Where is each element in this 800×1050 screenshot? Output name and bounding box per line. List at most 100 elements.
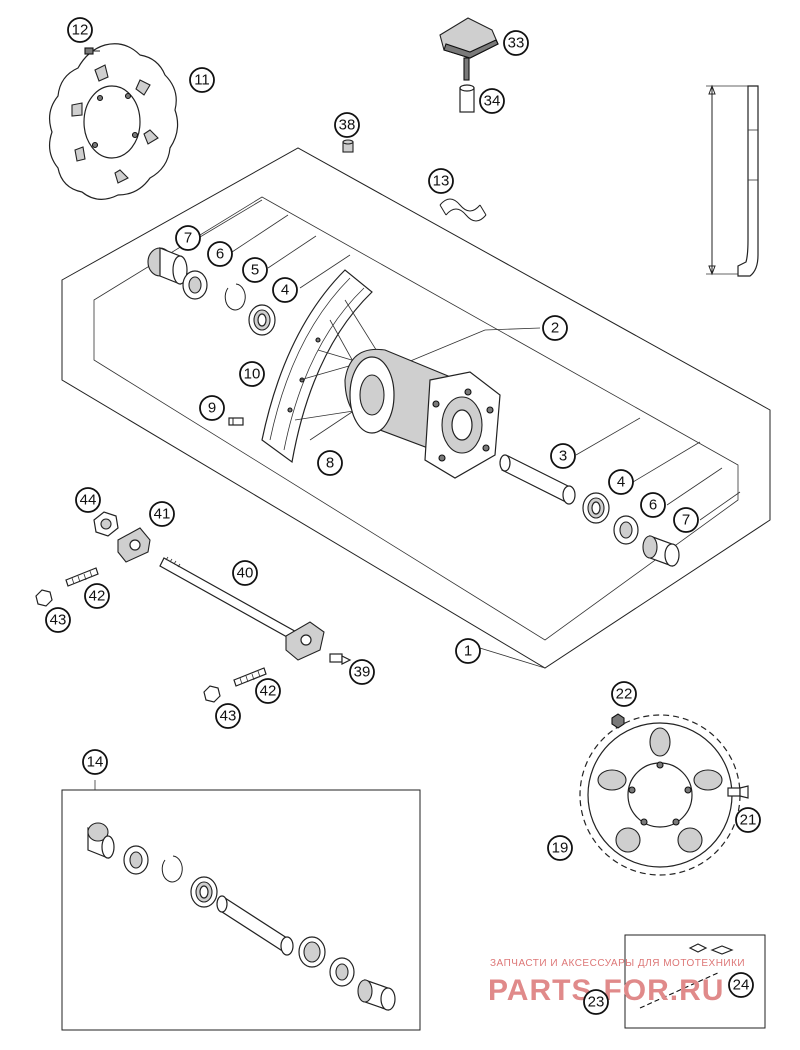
valve-cap xyxy=(342,139,354,153)
svg-text:38: 38 xyxy=(339,117,356,134)
rear-sprocket xyxy=(579,714,741,876)
svg-text:23: 23 xyxy=(588,994,605,1011)
rim-lock-nut xyxy=(459,84,475,113)
distance-bushing xyxy=(499,454,576,505)
wheel-hub xyxy=(294,299,501,479)
callout-41: 41 xyxy=(149,501,175,527)
rim-lock xyxy=(439,17,499,81)
svg-text:5: 5 xyxy=(251,262,259,279)
callout-10: 10 xyxy=(239,361,265,387)
callout-1: 1 xyxy=(455,638,481,664)
spoke-nipple xyxy=(228,417,244,426)
chain xyxy=(639,943,734,1009)
svg-text:19: 19 xyxy=(552,840,569,857)
svg-text:33: 33 xyxy=(508,35,525,52)
svg-text:39: 39 xyxy=(354,664,371,681)
shaft-seal-right xyxy=(613,515,639,545)
callout-38: 38 xyxy=(334,112,360,138)
svg-text:2: 2 xyxy=(551,320,559,337)
svg-text:42: 42 xyxy=(89,588,106,605)
callout-40: 40 xyxy=(232,560,258,586)
svg-text:9: 9 xyxy=(208,400,216,417)
svg-text:43: 43 xyxy=(50,612,67,629)
callout-42: 42 xyxy=(84,583,110,609)
svg-text:6: 6 xyxy=(216,246,224,263)
callout-7: 7 xyxy=(175,225,201,251)
callout-43: 43 xyxy=(45,607,71,633)
svg-text:8: 8 xyxy=(326,455,334,472)
callout-13: 13 xyxy=(428,168,454,194)
svg-text:21: 21 xyxy=(740,812,757,829)
bearing-kit-frame xyxy=(61,780,421,1031)
svg-text:13: 13 xyxy=(433,173,450,190)
callout-2: 2 xyxy=(542,315,568,341)
spacer-right xyxy=(642,535,680,567)
callout-6: 6 xyxy=(207,241,233,267)
watermark: ЗАПЧАСТИ И АКСЕССУАРЫ ДЛЯ МОТОТЕХНИКИ PA… xyxy=(488,958,745,1007)
callout-44: 44 xyxy=(75,487,101,513)
svg-text:44: 44 xyxy=(80,492,97,509)
chain-kit-frame xyxy=(624,934,766,1029)
svg-text:40: 40 xyxy=(237,565,254,582)
disc-screw xyxy=(84,47,100,55)
lock-nut-left xyxy=(35,589,53,607)
lock-nut-right xyxy=(203,685,221,703)
callout-24: 24 xyxy=(728,972,754,998)
bearing-kit-parts xyxy=(87,822,396,1011)
svg-text:7: 7 xyxy=(184,230,192,247)
brake-disc xyxy=(48,43,179,200)
callout-6: 6 xyxy=(640,492,666,518)
svg-text:34: 34 xyxy=(484,93,501,110)
callout-3: 3 xyxy=(550,443,576,469)
callout-4: 4 xyxy=(608,469,634,495)
spoke-length-tool xyxy=(706,84,759,277)
wheel-assembly-frame xyxy=(61,147,771,669)
axle xyxy=(159,556,325,661)
svg-text:6: 6 xyxy=(649,497,657,514)
sprocket-nut xyxy=(611,713,625,729)
svg-text:41: 41 xyxy=(154,506,171,523)
callout-19: 19 xyxy=(547,835,573,861)
svg-text:43: 43 xyxy=(220,708,237,725)
spoke-nipples xyxy=(439,198,487,222)
callout-11: 11 xyxy=(189,67,215,93)
bearing-left xyxy=(248,304,276,336)
svg-text:4: 4 xyxy=(617,474,625,491)
callout-12: 12 xyxy=(67,17,93,43)
spacer-left xyxy=(147,247,188,285)
axle-clamp-screw xyxy=(329,653,352,665)
callout-21: 21 xyxy=(735,807,761,833)
callout-14: 14 xyxy=(82,749,108,775)
svg-text:22: 22 xyxy=(616,686,633,703)
svg-text:10: 10 xyxy=(244,366,261,383)
svg-text:11: 11 xyxy=(194,72,210,89)
svg-text:42: 42 xyxy=(260,683,277,700)
svg-text:24: 24 xyxy=(733,977,750,994)
callout-33: 33 xyxy=(503,30,529,56)
callout-39: 39 xyxy=(349,659,375,685)
shaft-seal-left xyxy=(182,270,208,300)
circlip-left xyxy=(224,283,246,311)
callout-9: 9 xyxy=(199,395,225,421)
svg-text:1: 1 xyxy=(464,643,472,660)
bearing-right xyxy=(582,492,610,524)
axle-nut xyxy=(93,511,119,537)
callout-23: 23 xyxy=(583,989,609,1015)
callout-8: 8 xyxy=(317,450,343,476)
sprocket-screw xyxy=(727,785,749,799)
rim xyxy=(261,269,373,464)
svg-text:7: 7 xyxy=(682,512,690,529)
callout-43: 43 xyxy=(215,703,241,729)
callout-42: 42 xyxy=(255,678,281,704)
adjusting-screw-right xyxy=(233,667,267,687)
svg-text:3: 3 xyxy=(559,448,567,465)
callout-22: 22 xyxy=(611,681,637,707)
svg-text:4: 4 xyxy=(281,282,289,299)
callout-7: 7 xyxy=(673,507,699,533)
svg-text:12: 12 xyxy=(72,22,89,39)
callout-34: 34 xyxy=(479,88,505,114)
adjusting-screw-left xyxy=(65,567,99,587)
watermark-subtitle: ЗАПЧАСТИ И АКСЕССУАРЫ ДЛЯ МОТОТЕХНИКИ xyxy=(490,958,745,969)
callout-5: 5 xyxy=(242,257,268,283)
